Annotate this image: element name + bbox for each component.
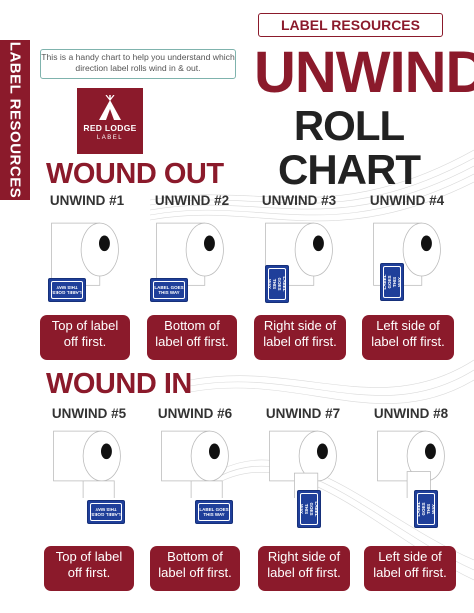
unwind-2-line2: label off first.	[155, 334, 229, 349]
label-tag-7-text: LABEL GOES THIS WAY	[299, 493, 319, 525]
label-roll-1	[51, 222, 119, 286]
unwind-7-label: UNWIND #7	[265, 406, 341, 421]
label-tag-1-text: LABEL GOES THIS WAY	[51, 281, 83, 299]
label-tag-5-text: LABEL GOES THIS WAY	[90, 503, 122, 521]
unwind-1-line1: Top of label	[51, 318, 119, 333]
teepee-icon	[99, 95, 121, 120]
label-roll-7	[269, 430, 337, 498]
unwind-6-line2: label off first.	[158, 565, 232, 580]
unwind-7-line2: label off first.	[267, 565, 341, 580]
unwind-6-line1: Bottom of	[167, 549, 223, 564]
unwind-7-description: Right side of label off first.	[258, 546, 350, 591]
section-wound-out-heading: WOUND OUT	[46, 158, 224, 190]
unwind-5-line1: Top of label	[55, 549, 123, 564]
unwind-3-description: Right side of label off first.	[254, 315, 346, 360]
label-tag-5: LABEL GOES THIS WAY	[87, 500, 125, 524]
unwind-4-line1: Left side of	[376, 318, 440, 333]
label-tag-3-text: LABEL GOES THIS WAY	[267, 268, 287, 300]
label-tag-1: LABEL GOES THIS WAY	[48, 278, 86, 302]
label-tag-7-rotated: LABEL GOES THIS WAY	[299, 501, 319, 517]
label-tag-6: LABEL GOES THIS WAY	[195, 500, 233, 524]
label-roll-2	[156, 222, 224, 286]
label-tag-8-rotated: LABEL GOES THIS WAY	[416, 501, 436, 517]
unwind-4-label: UNWIND #4	[369, 193, 445, 208]
label-roll-4	[373, 222, 441, 286]
section-wound-in-heading: WOUND IN	[46, 368, 192, 400]
unwind-1-label: UNWIND #1	[49, 193, 125, 208]
label-tag-4-rotated: LABEL GOES THIS WAY	[382, 274, 402, 290]
unwind-5-label: UNWIND #5	[51, 406, 127, 421]
unwind-3-label: UNWIND #3	[261, 193, 337, 208]
label-tag-8: LABEL GOES THIS WAY	[414, 490, 438, 528]
label-tag-3: LABEL GOES THIS WAY	[265, 265, 289, 303]
unwind-8-line2: label off first.	[373, 565, 447, 580]
unwind-2-line1: Bottom of	[164, 318, 220, 333]
unwind-3-line2: label off first.	[263, 334, 337, 349]
label-tag-6-text: LABEL GOES THIS WAY	[198, 503, 230, 521]
unwind-5-line2: off first.	[67, 565, 111, 580]
logo-line2: LABEL	[96, 135, 124, 141]
label-tag-4: LABEL GOES THIS WAY	[380, 263, 404, 301]
unwind-6-label: UNWIND #6	[157, 406, 233, 421]
unwind-8-description: Left side of label off first.	[364, 546, 456, 591]
unwind-7-line1: Right side of	[267, 549, 341, 564]
label-tag-7: LABEL GOES THIS WAY	[297, 490, 321, 528]
label-roll-3	[265, 222, 333, 286]
title-roll-chart: ROLL CHART	[278, 102, 421, 193]
top-pill-label-resources: LABEL RESOURCES	[258, 13, 443, 37]
unwind-1-line2: off first.	[63, 334, 107, 349]
unwind-6-description: Bottom of label off first.	[150, 546, 240, 591]
unwind-2-label: UNWIND #2	[154, 193, 230, 208]
label-tag-8-text: LABEL GOES THIS WAY	[416, 493, 436, 525]
label-tag-2: LABEL GOES THIS WAY	[150, 278, 188, 302]
unwind-4-description: Left side of label off first.	[362, 315, 454, 360]
unwind-8-label: UNWIND #8	[373, 406, 449, 421]
red-lodge-logo: RED LODGE LABEL	[77, 88, 143, 154]
unwind-3-line1: Right side of	[263, 318, 337, 333]
label-roll-8	[377, 430, 445, 498]
label-roll-5	[53, 430, 121, 498]
intro-text: This is a handy chart to help you unders…	[40, 49, 236, 79]
unwind-4-line2: label off first.	[371, 334, 445, 349]
title-unwind: UNWIND	[254, 40, 474, 105]
label-tag-4-text: LABEL GOES THIS WAY	[382, 266, 402, 298]
logo-line1: RED LODGE	[83, 123, 137, 133]
unwind-1-description: Top of label off first.	[40, 315, 130, 360]
label-tag-2-text: LABEL GOES THIS WAY	[153, 281, 185, 299]
label-tag-3-rotated: LABEL GOES THIS WAY	[267, 276, 287, 292]
label-roll-6	[161, 430, 229, 498]
unwind-2-description: Bottom of label off first.	[147, 315, 237, 360]
side-tab: LABEL RESOURCES	[0, 40, 30, 200]
unwind-5-description: Top of label off first.	[44, 546, 134, 591]
unwind-8-line1: Left side of	[378, 549, 442, 564]
side-tab-label: LABEL RESOURCES	[6, 41, 24, 199]
